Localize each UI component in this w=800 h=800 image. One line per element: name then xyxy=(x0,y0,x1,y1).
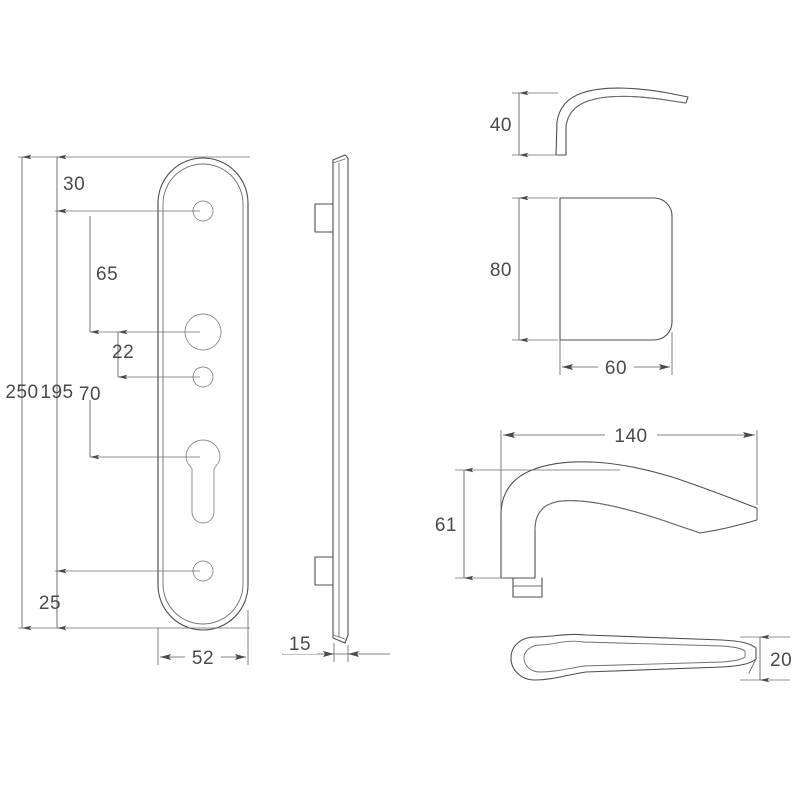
dim-label-52: 52 xyxy=(192,648,214,669)
dim-label-25: 25 xyxy=(39,593,61,614)
lever-side-outline xyxy=(500,461,758,579)
side-plate-dimensions: 15 xyxy=(282,632,390,662)
lever-side-view xyxy=(500,461,758,598)
dim-arrow-52-right xyxy=(235,654,246,660)
backplate-outline xyxy=(157,157,249,631)
dim-arrow-52-left xyxy=(160,654,171,660)
lever-spindle-stub xyxy=(512,577,543,598)
dim-label-22: 22 xyxy=(112,342,134,363)
dim-arrow-140-left xyxy=(503,432,515,438)
lever-profile-dimensions: 40 xyxy=(490,90,558,158)
dim-label-40: 40 xyxy=(490,115,512,136)
lever-plan-tip-left xyxy=(748,643,757,649)
dim-label-61: 61 xyxy=(435,515,457,536)
rosette-dimensions: 80 60 xyxy=(490,195,673,379)
dim-label-15: 15 xyxy=(289,634,311,655)
dim-label-20: 20 xyxy=(770,650,792,671)
lever-plan-view xyxy=(510,633,757,681)
lever-profile-inner xyxy=(565,95,687,127)
lever-side-inner-curve xyxy=(534,500,701,534)
dim-label-60-bg xyxy=(598,355,634,379)
euro-keyhole xyxy=(185,439,221,524)
dim-arrow-60-right xyxy=(659,364,670,370)
dim-label-70: 70 xyxy=(79,384,101,405)
lever-plan-inner-outline xyxy=(523,640,746,673)
lever-profile-end-view xyxy=(555,87,689,156)
dim-label-30: 30 xyxy=(63,174,85,195)
dim-arrow-140-right xyxy=(743,432,755,438)
rosette-section-view xyxy=(559,197,673,341)
dim-label-15-bg xyxy=(283,632,317,654)
side-plate-tab-upper xyxy=(314,203,334,233)
rosette-outline xyxy=(559,197,673,341)
front-plate-view xyxy=(157,157,249,631)
side-plate-bottom-chamfer xyxy=(332,634,346,640)
lever-plan-outline xyxy=(510,633,757,681)
side-plate-outline xyxy=(332,154,349,644)
lever-plan-tip-right xyxy=(748,658,757,674)
side-plate-view xyxy=(314,154,349,644)
dim-label-250: 250 xyxy=(5,382,38,403)
side-plate-top-chamfer xyxy=(332,158,346,164)
dim-arrow-15-left xyxy=(323,651,334,657)
dim-label-195: 195 xyxy=(40,382,73,403)
dim-label-65: 65 xyxy=(96,264,118,285)
dim-label-80: 80 xyxy=(490,260,512,281)
dim-arrow-60-left xyxy=(562,364,573,370)
dim-arrow-15-right xyxy=(348,651,359,657)
side-plate-tab-lower xyxy=(314,556,334,586)
dim-label-52-bg xyxy=(185,645,221,669)
dim-label-140-bg xyxy=(605,423,657,447)
lever-side-dimensions: 140 61 xyxy=(435,423,758,581)
dim-label-60: 60 xyxy=(605,358,627,379)
lever-profile-outline xyxy=(555,87,689,156)
front-plate-dimensions: 250 195 30 65 22 70 25 xyxy=(5,154,250,669)
dim-label-140: 140 xyxy=(614,426,647,447)
lever-plan-dimensions: 20 xyxy=(740,634,792,683)
backplate-inner-offset xyxy=(162,163,244,625)
